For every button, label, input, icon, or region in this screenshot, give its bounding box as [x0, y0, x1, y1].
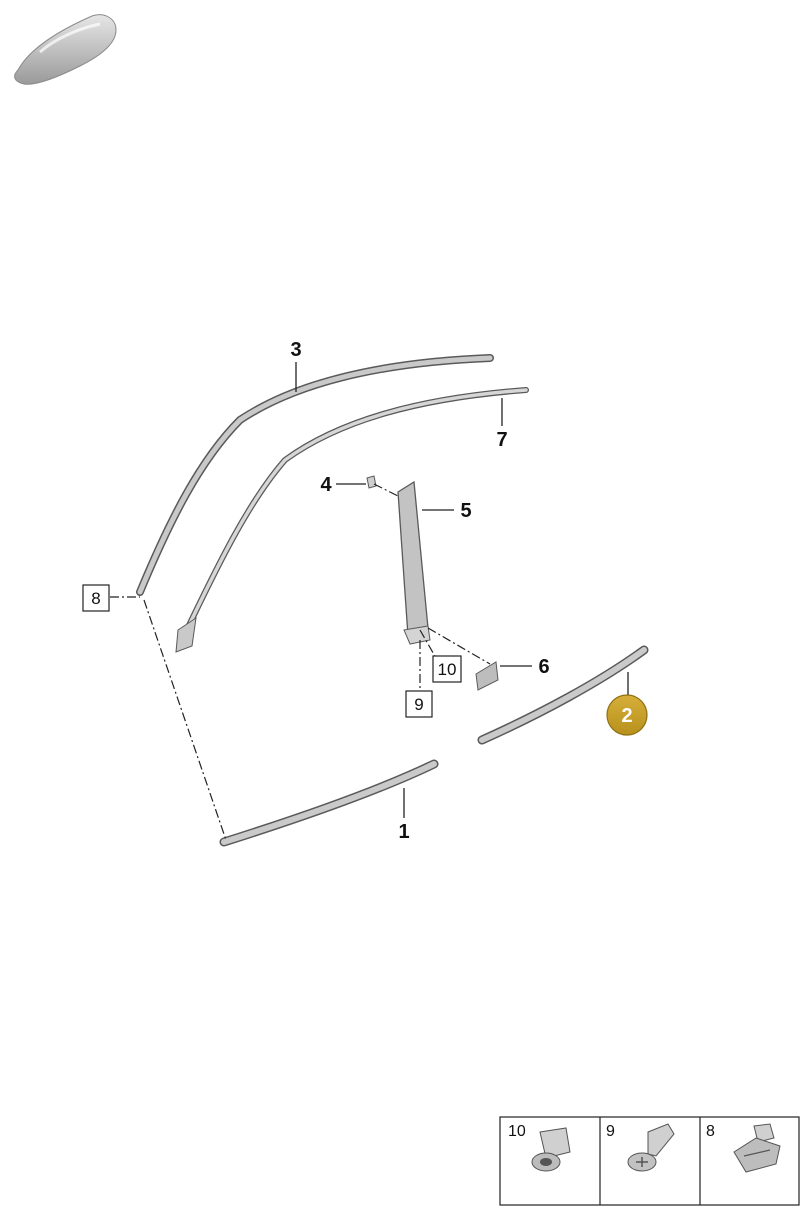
fastener-legend: 10 9 8 [499, 1116, 800, 1206]
callout-2-label: 2 [621, 705, 632, 727]
legend-label-10: 10 [508, 1123, 526, 1140]
boxed-callout-9: 9 [405, 690, 433, 718]
boxed-callout-8: 8 [82, 584, 110, 612]
callout-6: 6 [538, 656, 549, 678]
rivet-nut-icon [531, 1127, 571, 1172]
part-7-inner-strip[interactable] [175, 387, 529, 653]
part-6-cover[interactable] [475, 661, 499, 691]
part-2-lower-strip[interactable] [477, 645, 649, 745]
callout-1: 1 [398, 821, 409, 843]
car-silhouette-icon [14, 14, 117, 85]
callout-7: 7 [496, 429, 507, 451]
screw-icon [627, 1123, 675, 1172]
callout-3: 3 [290, 339, 301, 361]
boxed-callout-8-label: 8 [91, 589, 100, 608]
callout-4: 4 [320, 474, 332, 496]
callout-labels: 1 3 4 5 6 7 [290, 339, 549, 843]
part-1-lower-strip[interactable] [219, 759, 439, 847]
clip-icon [733, 1123, 781, 1173]
boxed-callout-10-label: 10 [438, 660, 457, 679]
boxed-callout-9-label: 9 [414, 695, 423, 714]
leader-lines [110, 362, 629, 841]
boxed-callout-10: 10 [432, 655, 462, 683]
callout-5: 5 [460, 500, 471, 522]
part-3-roof-trim[interactable] [136, 354, 494, 596]
callout-2-highlighted[interactable]: 2 [606, 694, 648, 736]
legend-label-9: 9 [606, 1123, 615, 1140]
part-4-clip[interactable] [366, 475, 377, 489]
legend-label-8: 8 [706, 1123, 715, 1140]
part-5-pillar-trim[interactable] [397, 480, 431, 645]
